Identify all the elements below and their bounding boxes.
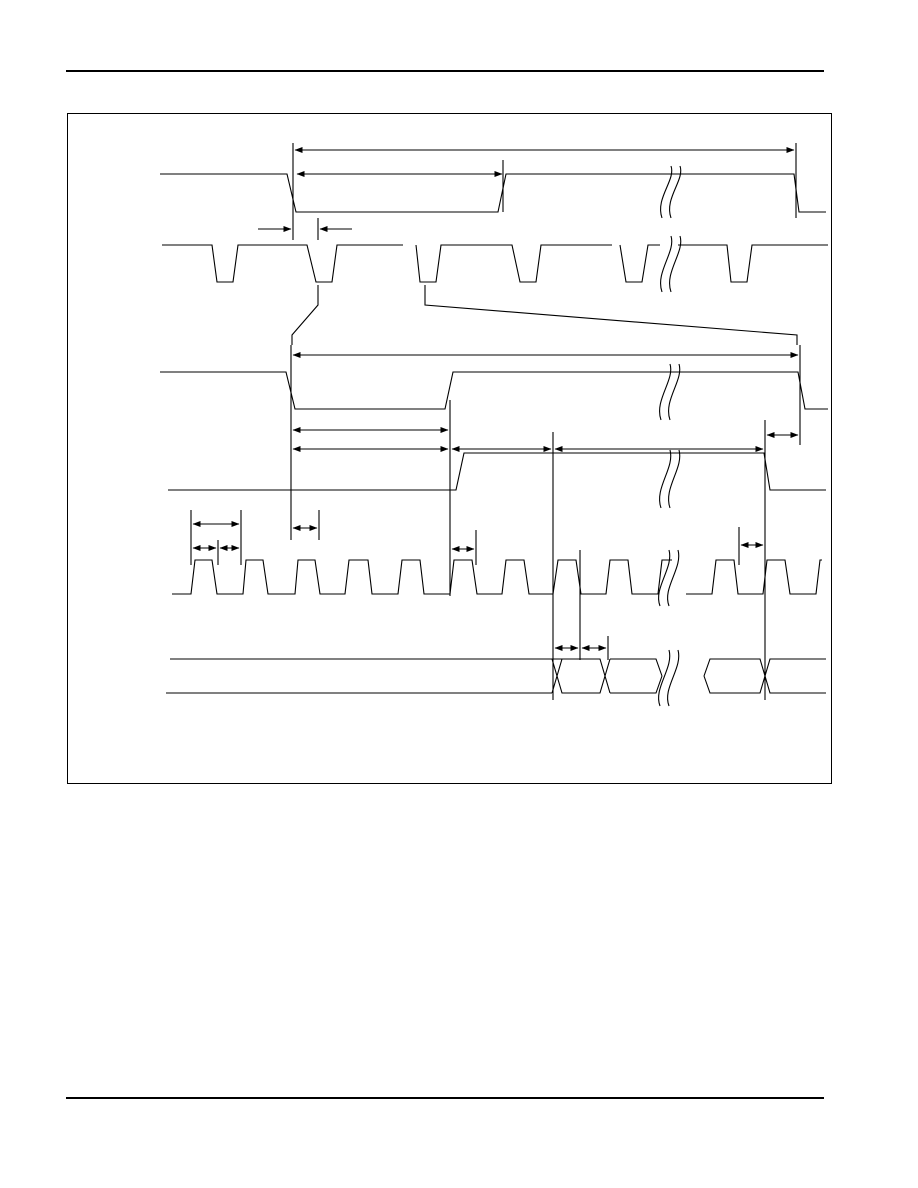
zoom-line-right bbox=[425, 285, 797, 345]
zoom-line-left bbox=[292, 285, 318, 345]
diagram-frame bbox=[67, 113, 832, 784]
signal-3-waveform bbox=[160, 372, 828, 409]
signal-6-bus-segment-2-top bbox=[610, 659, 662, 676]
break-symbol-2 bbox=[661, 236, 681, 292]
break-symbol-3 bbox=[660, 364, 680, 420]
break-symbol-1 bbox=[661, 166, 681, 218]
signal-5-waveform-b bbox=[686, 560, 822, 594]
signal-2-waveform bbox=[162, 245, 403, 282]
signal-5-waveform bbox=[172, 560, 672, 594]
signal-2-waveform-c bbox=[620, 245, 660, 282]
signal-6-bus-segment-3-top bbox=[704, 659, 826, 693]
bottom-rule bbox=[66, 1097, 824, 1099]
top-rule bbox=[66, 70, 824, 72]
signal-2-waveform-b bbox=[416, 245, 612, 282]
break-symbol-6 bbox=[659, 650, 679, 706]
signal-6-bus-segment-3-bottom bbox=[704, 659, 826, 693]
break-symbol-5 bbox=[659, 550, 679, 606]
signal-4-waveform bbox=[168, 453, 826, 490]
signal-2-waveform-d bbox=[678, 245, 828, 282]
signal-6-bus-segment-2-bottom bbox=[610, 676, 662, 693]
break-symbol-4 bbox=[660, 450, 680, 508]
signal-6-bus-segments-bottom bbox=[552, 659, 610, 693]
signal-1-waveform bbox=[160, 174, 826, 212]
